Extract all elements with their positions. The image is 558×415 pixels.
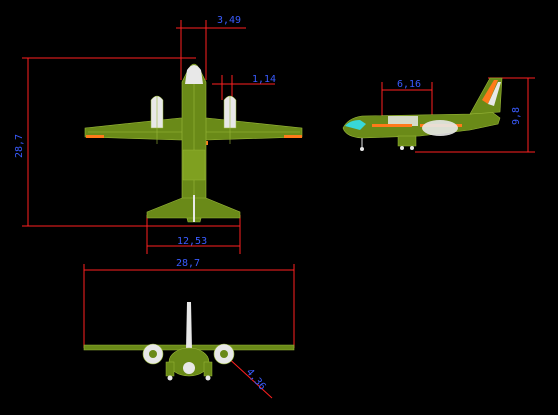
side-view: 6,16 9,8: [342, 77, 535, 153]
top-view: 3,49 1,14 28,7 12,53: [14, 15, 303, 254]
dim-side-door: 6,16: [397, 79, 421, 90]
dim-width-small: 3,49: [217, 15, 241, 26]
side-view-engine: [422, 120, 458, 136]
dim-tail-span: 12,53: [177, 236, 207, 247]
front-view-tail-fin: [186, 302, 192, 350]
dim-side-height: 9,8: [511, 107, 522, 125]
side-view-cockpit-window: [345, 120, 366, 130]
side-view-dimension-lines: [381, 77, 535, 153]
front-view: 28,7 4,36: [83, 258, 295, 399]
dim-top-length: 28,7: [14, 134, 25, 158]
dim-engine-gap: 1,14: [252, 74, 276, 85]
top-view-dimension-lines: [22, 20, 275, 254]
dim-front-span: 28,7: [176, 258, 200, 269]
front-view-dimension-lines: [83, 264, 295, 399]
